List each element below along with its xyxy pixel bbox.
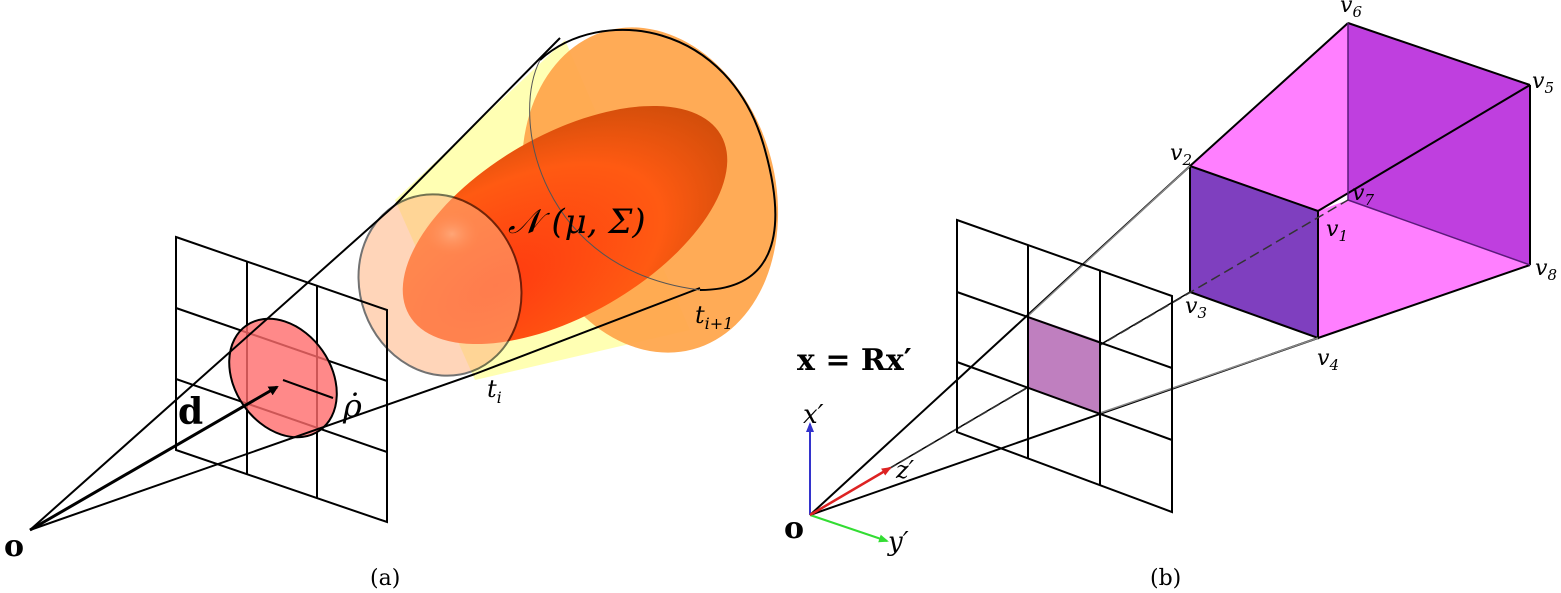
origin-label-a: o [4,529,24,564]
gaussian-label: 𝒩 (μ, Σ) [508,202,646,242]
vertex-v2-label: v2 [1170,141,1192,169]
near-cap [357,193,523,377]
direction-arrow [29,385,279,532]
radius-label: ρ̇ [342,387,362,425]
axis-z-arrow [809,466,892,517]
origin-label-b: o [784,511,804,546]
axis-y-arrow [809,514,889,543]
vertex-v4-label: v4 [1317,346,1339,374]
t-i-label: ti [487,375,502,407]
frustum-back-face [1348,23,1530,265]
caption-a: (a) [370,566,400,591]
pixel-highlight [1028,316,1100,413]
vertex-v8-label: v8 [1535,256,1557,284]
vertex-v6-label: v6 [1340,0,1362,21]
vertex-v3-label: v3 [1185,294,1207,322]
panel-a: o d ρ̇ 𝒩 (μ, Σ) ti ti+1 (a) [4,27,779,591]
frustum-bottom-face [1318,200,1530,338]
frustum-front-face [1190,166,1318,338]
rays-a [29,204,476,531]
rotation-equation: x = Rx′ [797,343,912,378]
axis-x-label: x′ [803,400,824,430]
vertex-v5-label: v5 [1532,69,1554,97]
caption-b: (b) [1150,566,1181,591]
panel-b: o x = Rx′ x′ y′ z′ v1 v2 v3 v4 v5 v6 v7 … [784,0,1557,591]
direction-label: d [178,391,203,433]
t-next-label: ti+1 [695,301,733,333]
axis-y-label: y′ [887,527,909,557]
image-plane-grid-b [956,218,1173,514]
axis-z-label: z′ [895,456,915,484]
